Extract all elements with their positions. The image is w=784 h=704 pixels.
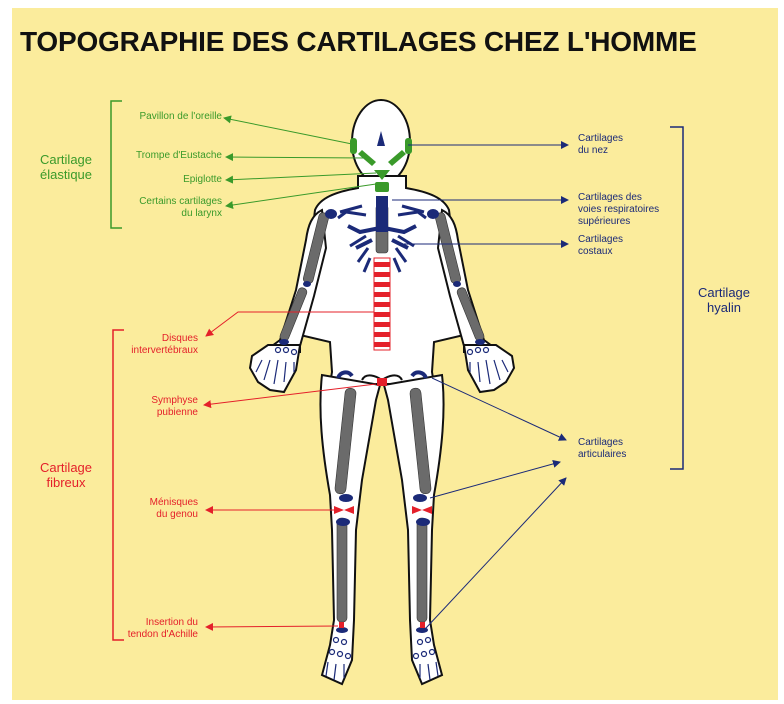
shoulder-joint-left — [325, 209, 337, 219]
elbow-joint-right — [453, 281, 461, 287]
label-achille-line1: Insertion du — [110, 617, 198, 629]
hyaline-group-label: Cartilage hyalin — [688, 285, 760, 315]
right-tibia — [417, 518, 427, 622]
label-larynx-line1: Certains cartilages — [102, 196, 222, 208]
hyaline-group-line2: hyalin — [688, 300, 760, 315]
label-larynx-line2: du larynx — [102, 208, 222, 220]
label-menisques: Ménisques du genou — [110, 497, 198, 521]
ear-cartilage-left — [350, 138, 357, 154]
label-achille-line2: tendon d'Achille — [110, 629, 198, 641]
label-larynx: Certains cartilages du larynx — [102, 196, 222, 220]
label-symphyse-line1: Symphyse — [110, 395, 198, 407]
label-menisques-line1: Ménisques — [110, 497, 198, 509]
label-disques: Disques intervertébraux — [110, 333, 198, 357]
label-disques-line2: intervertébraux — [110, 345, 198, 357]
hand-foot-bones — [256, 348, 508, 681]
label-menisques-line2: du genou — [110, 509, 198, 521]
wrist-joint-right — [475, 339, 485, 345]
achilles-right — [420, 622, 425, 628]
larynx-cartilage — [375, 182, 389, 192]
fibrous-group-line2: fibreux — [28, 475, 104, 490]
hyaline-group-line1: Cartilage — [688, 285, 760, 300]
label-costaux-line1: Cartilages — [578, 234, 623, 246]
label-articulaires-line1: Cartilages — [578, 437, 626, 449]
left-tibia — [337, 518, 347, 622]
ear-cartilage-right — [405, 138, 412, 154]
fibrous-group-label: Cartilage fibreux — [28, 460, 104, 490]
shoulder-joint-right — [427, 209, 439, 219]
label-symphyse: Symphyse pubienne — [110, 395, 198, 419]
label-voies: Cartilages des voies respiratoires supér… — [578, 192, 659, 228]
label-epiglotte: Epiglotte — [102, 174, 222, 186]
label-nez: Cartilages du nez — [578, 133, 623, 157]
label-voies-line2: voies respiratoires — [578, 204, 659, 216]
knee-joint-right-upper — [413, 494, 427, 502]
intervertebral-discs — [374, 258, 390, 350]
label-voies-line3: supérieures — [578, 216, 659, 228]
label-articulaires: Cartilages articulaires — [578, 437, 626, 461]
label-pavillon: Pavillon de l'oreille — [102, 111, 222, 123]
knee-joint-left-upper — [339, 494, 353, 502]
achilles-left — [339, 622, 344, 628]
label-achille: Insertion du tendon d'Achille — [110, 617, 198, 641]
label-voies-line1: Cartilages des — [578, 192, 659, 204]
label-costaux-line2: costaux — [578, 246, 623, 258]
fibrous-group-line1: Cartilage — [28, 460, 104, 475]
pubic-symphysis — [377, 378, 387, 386]
elastic-group-line1: Cartilage — [28, 152, 104, 167]
fibrous-bracket — [113, 330, 124, 640]
elastic-group-line2: élastique — [28, 167, 104, 182]
label-nez-line1: Cartilages — [578, 133, 623, 145]
elastic-group-label: Cartilage élastique — [28, 152, 104, 182]
hyaline-bracket — [670, 127, 683, 469]
label-costaux: Cartilages costaux — [578, 234, 623, 258]
knee-joint-left-lower — [336, 518, 350, 526]
knee-joint-right-lower — [416, 518, 430, 526]
label-symphyse-line2: pubienne — [110, 407, 198, 419]
label-nez-line2: du nez — [578, 145, 623, 157]
label-trompe: Trompe d'Eustache — [102, 150, 222, 162]
elbow-joint-left — [303, 281, 311, 287]
label-articulaires-line2: articulaires — [578, 449, 626, 461]
label-disques-line1: Disques — [110, 333, 198, 345]
wrist-joint-left — [279, 339, 289, 345]
